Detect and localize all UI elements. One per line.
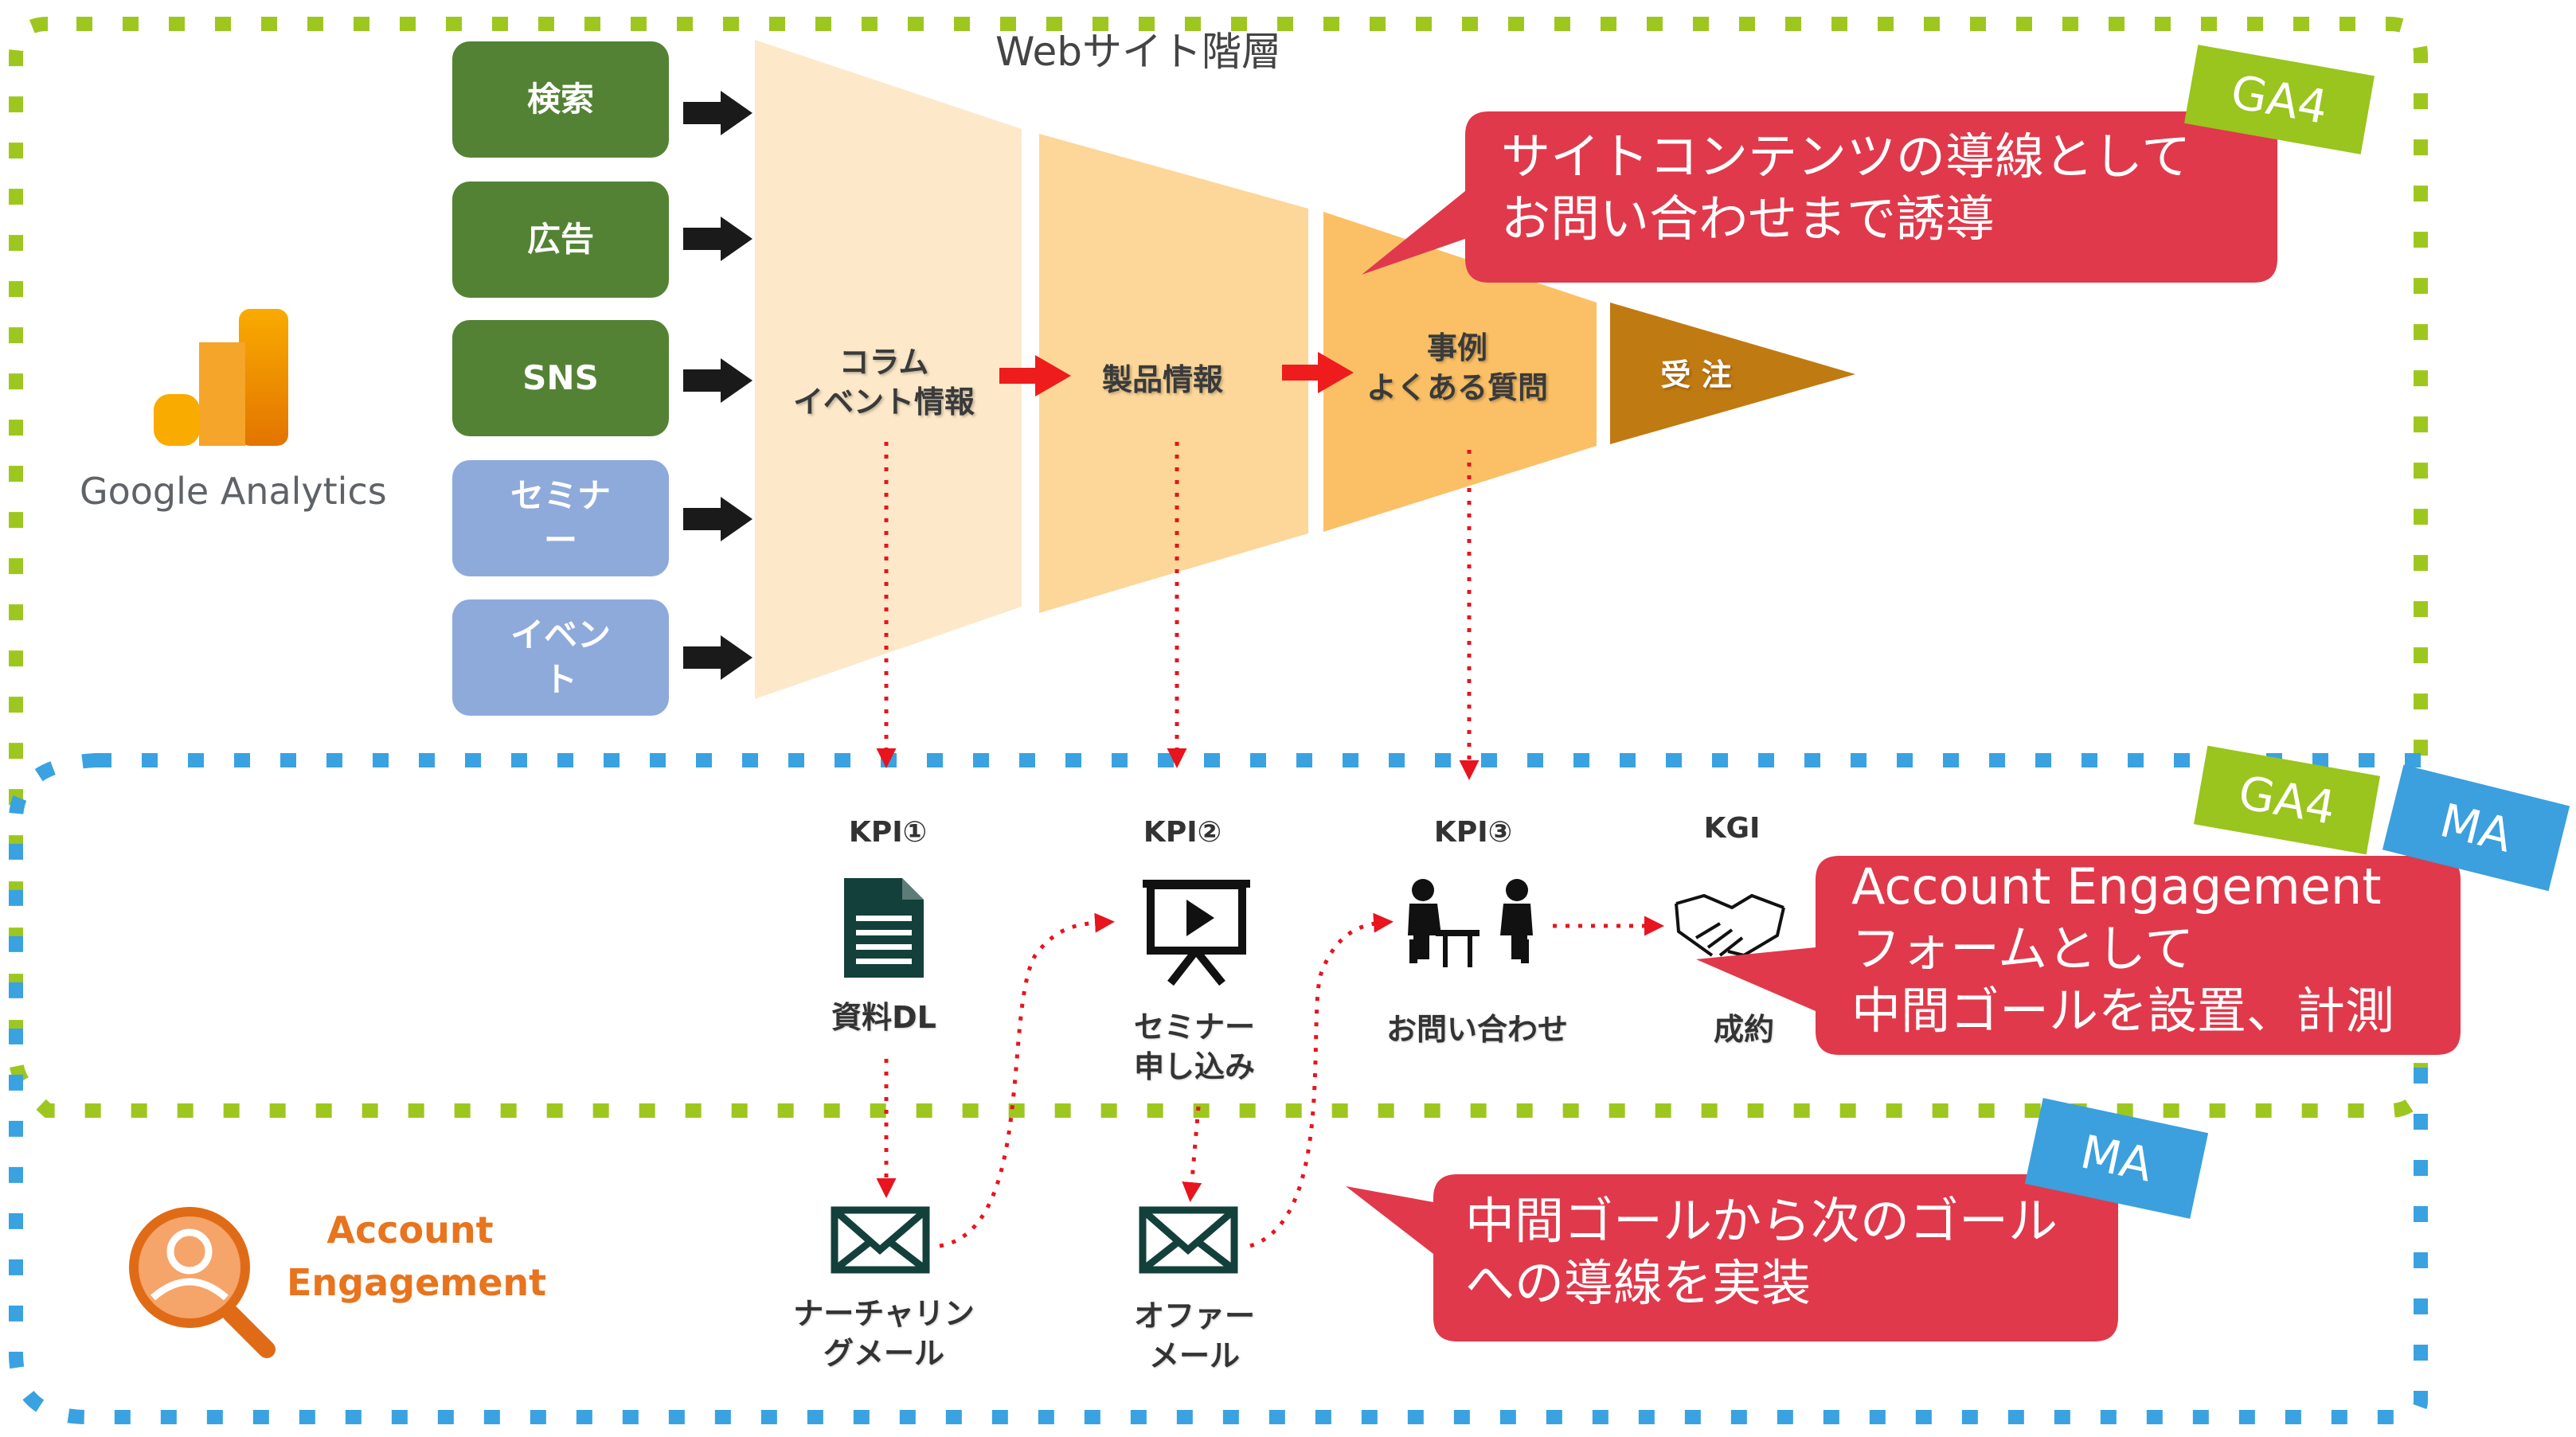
- callout-middle-line2: フォームとして: [1851, 920, 2195, 978]
- source-search-box: 検索: [452, 41, 669, 158]
- kgi-label: 成約: [1713, 1012, 1774, 1047]
- source-arrow-5: [683, 635, 752, 680]
- source-label: イベン: [510, 615, 611, 654]
- source-label: 広告: [526, 220, 594, 259]
- tag-ma-mid-shape: [2382, 764, 2570, 892]
- funnel-stage-3-line1: 事例: [1426, 330, 1487, 365]
- source-ads-box: 広告: [452, 182, 669, 298]
- handshake-icon: [1675, 893, 1785, 958]
- source-label: 検索: [526, 80, 594, 119]
- envelope-icon-nurture: [831, 1206, 930, 1274]
- funnel-stage-1-line2: イベント情報: [792, 385, 975, 420]
- callout-bottom-shape: [1346, 1174, 2118, 1341]
- callout-middle-line1: Account Engagement: [1851, 857, 2382, 916]
- source-arrows: [683, 91, 752, 680]
- funnel-stage-2-line1: 製品情報: [1101, 362, 1223, 397]
- funnel-stage-1: [755, 40, 1022, 699]
- account-engagement-label-2: Engagement: [287, 1261, 547, 1304]
- callout-bottom-line2: への導線を実装: [1465, 1254, 1812, 1312]
- kpi2-label-2: 申し込み: [1133, 1049, 1255, 1084]
- funnel-stage-4-line1: 受 注: [1660, 357, 1732, 392]
- source-arrow-1: [683, 91, 752, 135]
- offer-mail-label-1: オファー: [1133, 1298, 1255, 1334]
- callout-bottom-text: 中間ゴールから次のゴール への導線を実装: [1465, 1190, 2058, 1314]
- source-label: セミナ: [510, 476, 611, 515]
- source-seminar-box: セミナー: [452, 460, 669, 576]
- dotted-connectors: [876, 442, 1664, 1248]
- nurture-mail-label-2: グメール: [823, 1336, 944, 1371]
- nurture-mail-label-1: ナーチャリン: [793, 1296, 975, 1331]
- account-engagement-label: Account Engagement: [287, 1204, 547, 1309]
- source-arrow-4: [683, 497, 752, 541]
- source-event-box: イベント: [452, 599, 669, 716]
- funnel-stage-4: [1610, 303, 1855, 444]
- kgi-heading: KGI: [1703, 812, 1761, 845]
- kpi1-label: 資料DL: [831, 1000, 936, 1035]
- kpi2-label-1: セミナー: [1133, 1009, 1255, 1045]
- meeting-icon: [1408, 879, 1533, 967]
- funnel-stage-3: [1323, 212, 1597, 532]
- source-label-2: ト: [543, 660, 577, 699]
- funnel-arrow-1: [999, 355, 1071, 396]
- page-title: Webサイト階層: [995, 29, 1282, 75]
- callout-top-line2: お問い合わせまで誘導: [1501, 189, 1996, 248]
- nurture-mail-label: ナーチャリン グメール: [764, 1294, 1003, 1373]
- source-label: SNS: [522, 358, 599, 397]
- account-engagement-person-icon: [129, 1207, 276, 1358]
- source-arrow-3: [683, 358, 752, 403]
- funnel-stage-3-label: 事例 よくある質問: [1346, 328, 1569, 408]
- callout-middle-shape: [1696, 856, 2461, 1055]
- kpi3-label: お問い合わせ: [1386, 1012, 1568, 1047]
- kpi3-heading: KPI③: [1433, 816, 1513, 849]
- callout-top-text: サイトコンテンツの導線として お問い合わせまで誘導: [1501, 126, 2191, 250]
- google-analytics-logo-icon: [154, 309, 288, 446]
- kpi2-heading: KPI②: [1143, 816, 1222, 849]
- kpi1-heading: KPI①: [848, 816, 928, 849]
- funnel-stage-1-label: コラム イベント情報: [764, 342, 1003, 422]
- callout-middle-line3: 中間ゴールを設置、計測: [1851, 982, 2395, 1040]
- funnel-stage-3-line2: よくある質問: [1366, 370, 1548, 405]
- callout-middle-text: Account Engagement フォームとして 中間ゴールを設置、計測: [1851, 856, 2394, 1042]
- document-icon: [844, 878, 924, 978]
- tag-ga4-top-shape: [2184, 45, 2375, 154]
- presentation-icon: [1143, 880, 1250, 986]
- source-sns-box: SNS: [452, 320, 669, 436]
- google-analytics-label: Google Analytics: [80, 470, 387, 513]
- offer-mail-label-2: メール: [1148, 1338, 1240, 1373]
- funnel-stage-2: [1039, 134, 1308, 613]
- callout-top-shape: [1362, 111, 2277, 283]
- account-engagement-label-1: Account: [326, 1209, 494, 1252]
- callout-bottom-line1: 中間ゴールから次のゴール: [1465, 1192, 2058, 1250]
- tag-ma-bottom-shape: [2024, 1098, 2209, 1219]
- funnel-arrow-2: [1282, 352, 1354, 393]
- funnel-stage-4-label: 受 注: [1628, 355, 1764, 395]
- tag-ga4-mid-shape: [2193, 745, 2381, 855]
- funnel-stage-1-line1: コラム: [838, 345, 929, 380]
- callout-top-line1: サイトコンテンツの導線として: [1501, 127, 2191, 185]
- kpi2-label: セミナー 申し込み: [1107, 1007, 1282, 1087]
- source-label-2: ー: [543, 521, 577, 560]
- offer-mail-label: オファー メール: [1099, 1296, 1290, 1376]
- envelope-icon-offer: [1139, 1206, 1238, 1274]
- funnel-stage-2-label: 製品情報: [1067, 360, 1258, 400]
- source-arrow-2: [683, 217, 752, 261]
